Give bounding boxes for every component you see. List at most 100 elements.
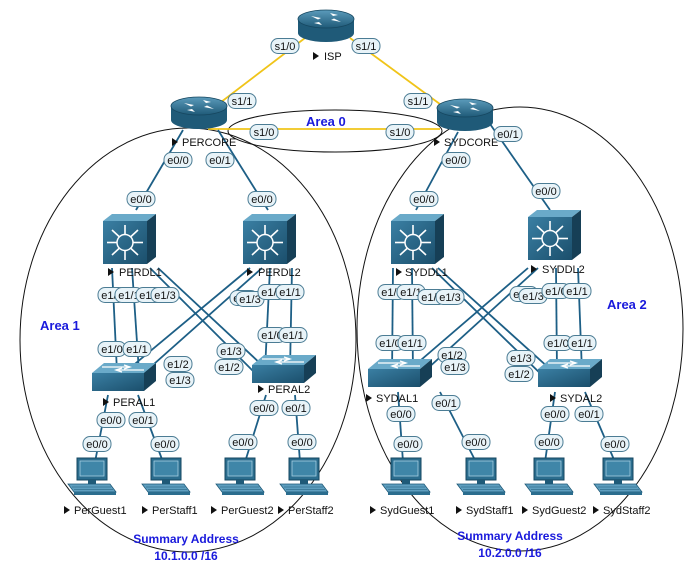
interface-label-bg (534, 434, 564, 450)
interface-label-sydal1-e10: e1/0 (375, 335, 405, 351)
interface-label-isp-s11: s1/1 (351, 38, 381, 54)
interface-label-text: e0/0 (445, 155, 466, 167)
device-label: PERDL2 (258, 267, 301, 279)
interface-label-syddl1-e13: e1/3 (435, 289, 465, 305)
interface-label-sydal2-e10: e1/0 (543, 335, 573, 351)
interface-label-bg (216, 343, 246, 359)
device-label: PERAL1 (113, 397, 155, 409)
interface-label-syddl2-e00: e0/0 (531, 183, 561, 199)
interface-label-text: s1/1 (232, 96, 253, 108)
interface-label-bg (600, 436, 630, 452)
interface-label-bg (531, 183, 561, 199)
interface-label-text: e1/0 (545, 286, 566, 298)
interface-label-bg (431, 395, 461, 411)
interface-label-text: e1/1 (401, 338, 422, 350)
device-sydal2[interactable]: SYDAL2 (537, 358, 603, 405)
device-syddl1[interactable]: SYDDL1 (390, 213, 448, 279)
interface-label-sydal2-e13: e1/3 (506, 350, 536, 366)
interface-label-text: e1/3 (444, 362, 465, 374)
device-sydal1[interactable]: SYDAL1 (366, 358, 433, 405)
interface-label-bg (393, 436, 423, 452)
interface-label-perstaff1-e00: e0/0 (150, 436, 180, 452)
interface-label-text: e1/1 (566, 286, 587, 298)
interface-label-bg (128, 412, 158, 428)
interface-label-text: e0/0 (291, 437, 312, 449)
device-peral1[interactable]: PERAL1 (91, 362, 157, 409)
interface-label-text: e1/3 (169, 375, 190, 387)
interface-label-bg (82, 436, 112, 452)
device-percore[interactable]: PERCORE (170, 96, 236, 149)
interface-label-bg (150, 436, 180, 452)
interface-label-bg (205, 152, 235, 168)
interface-label-bg (275, 284, 305, 300)
device-label: SYDAL2 (560, 393, 602, 405)
interface-label-bg (461, 434, 491, 450)
interface-label-sydcore-s10: s1/0 (385, 124, 415, 140)
interface-label-perstaff2-e00: e0/0 (287, 434, 317, 450)
device-perguest2[interactable]: PerGuest2 (211, 457, 274, 517)
interface-label-peral2-e12: e1/2 (214, 359, 244, 375)
interface-label-bg (504, 366, 534, 382)
interface-label-bg (281, 400, 311, 416)
interface-label-text: e1/1 (118, 290, 139, 302)
device-label: SydGuest1 (380, 505, 434, 517)
interface-label-sydal2-e11: e1/1 (567, 335, 597, 351)
interface-label-peral1-e01: e0/1 (128, 412, 158, 428)
interface-label-sydguest1-e00: e0/0 (393, 436, 423, 452)
interface-label-text: s1/0 (254, 127, 275, 139)
device-label: PERDL1 (119, 267, 162, 279)
device-perstaff2[interactable]: PerStaff2 (278, 457, 334, 517)
device-sydstaff1[interactable]: SydStaff1 (456, 457, 514, 517)
device-syddl2[interactable]: SYDDL2 (527, 209, 585, 276)
interface-label-sydcore-e01: e0/1 (493, 126, 523, 142)
interface-label-text: e1/3 (439, 292, 460, 304)
device-label: PERAL2 (268, 384, 310, 396)
interface-label-text: s1/1 (356, 41, 377, 53)
interface-label-bg (249, 124, 279, 140)
interface-label-text: e1/0 (261, 330, 282, 342)
device-perstaff1[interactable]: PerStaff1 (141, 457, 198, 517)
interface-label-peral2-e13: e1/3 (216, 343, 246, 359)
interface-label-text: e1/0 (101, 344, 122, 356)
interface-label-text: e1/2 (218, 362, 239, 374)
perth-summary-value: 10.1.0.0 /16 (154, 549, 218, 563)
interface-label-bg (228, 434, 258, 450)
interface-label-text: e1/3 (522, 291, 543, 303)
device-label: PerStaff1 (152, 505, 198, 517)
device-label: SYDDL2 (542, 264, 585, 276)
area-2-label: Area 2 (607, 297, 647, 312)
device-sydguest2[interactable]: SydGuest2 (522, 457, 586, 517)
device-label: SYDDL1 (405, 267, 448, 279)
interface-label-bg (126, 191, 156, 207)
device-perdl2[interactable]: PERDL2 (242, 213, 301, 279)
interface-label-sydcore-e00: e0/0 (441, 152, 471, 168)
interface-label-bg (227, 93, 257, 109)
device-sydcore[interactable]: SYDCORE (434, 98, 498, 149)
device-label: PerStaff2 (288, 505, 334, 517)
device-sydguest1[interactable]: SydGuest1 (370, 457, 434, 517)
device-perdl1[interactable]: PERDL1 (102, 213, 162, 279)
interface-label-text: e0/1 (497, 129, 518, 141)
interface-label-perdl1-e13: e1/3 (150, 287, 180, 303)
interface-label-text: e0/1 (435, 398, 456, 410)
interface-label-text: e1/1 (279, 287, 300, 299)
interface-label-bg (440, 359, 470, 375)
device-perguest1[interactable]: PerGuest1 (64, 457, 127, 517)
device-label: PerGuest2 (221, 505, 274, 517)
device-sydstaff2[interactable]: SydStaff2 (593, 457, 651, 517)
interface-label-text: e1/1 (126, 344, 147, 356)
interface-label-text: e1/3 (510, 353, 531, 365)
interface-label-bg (386, 406, 416, 422)
interface-label-text: e0/1 (132, 415, 153, 427)
interface-label-text: e0/0 (465, 437, 486, 449)
interface-label-text: e0/0 (253, 403, 274, 415)
interface-label-peral2-e00: e0/0 (249, 400, 279, 416)
device-isp[interactable]: ISP (297, 9, 355, 63)
interface-label-bg (165, 372, 195, 388)
device-peral2[interactable]: PERAL2 (251, 354, 317, 396)
interface-label-bg (122, 341, 152, 357)
interface-label-text: e0/1 (209, 155, 230, 167)
device-label: SydStaff1 (466, 505, 514, 517)
interface-label-sydal2-e12: e1/2 (504, 366, 534, 382)
